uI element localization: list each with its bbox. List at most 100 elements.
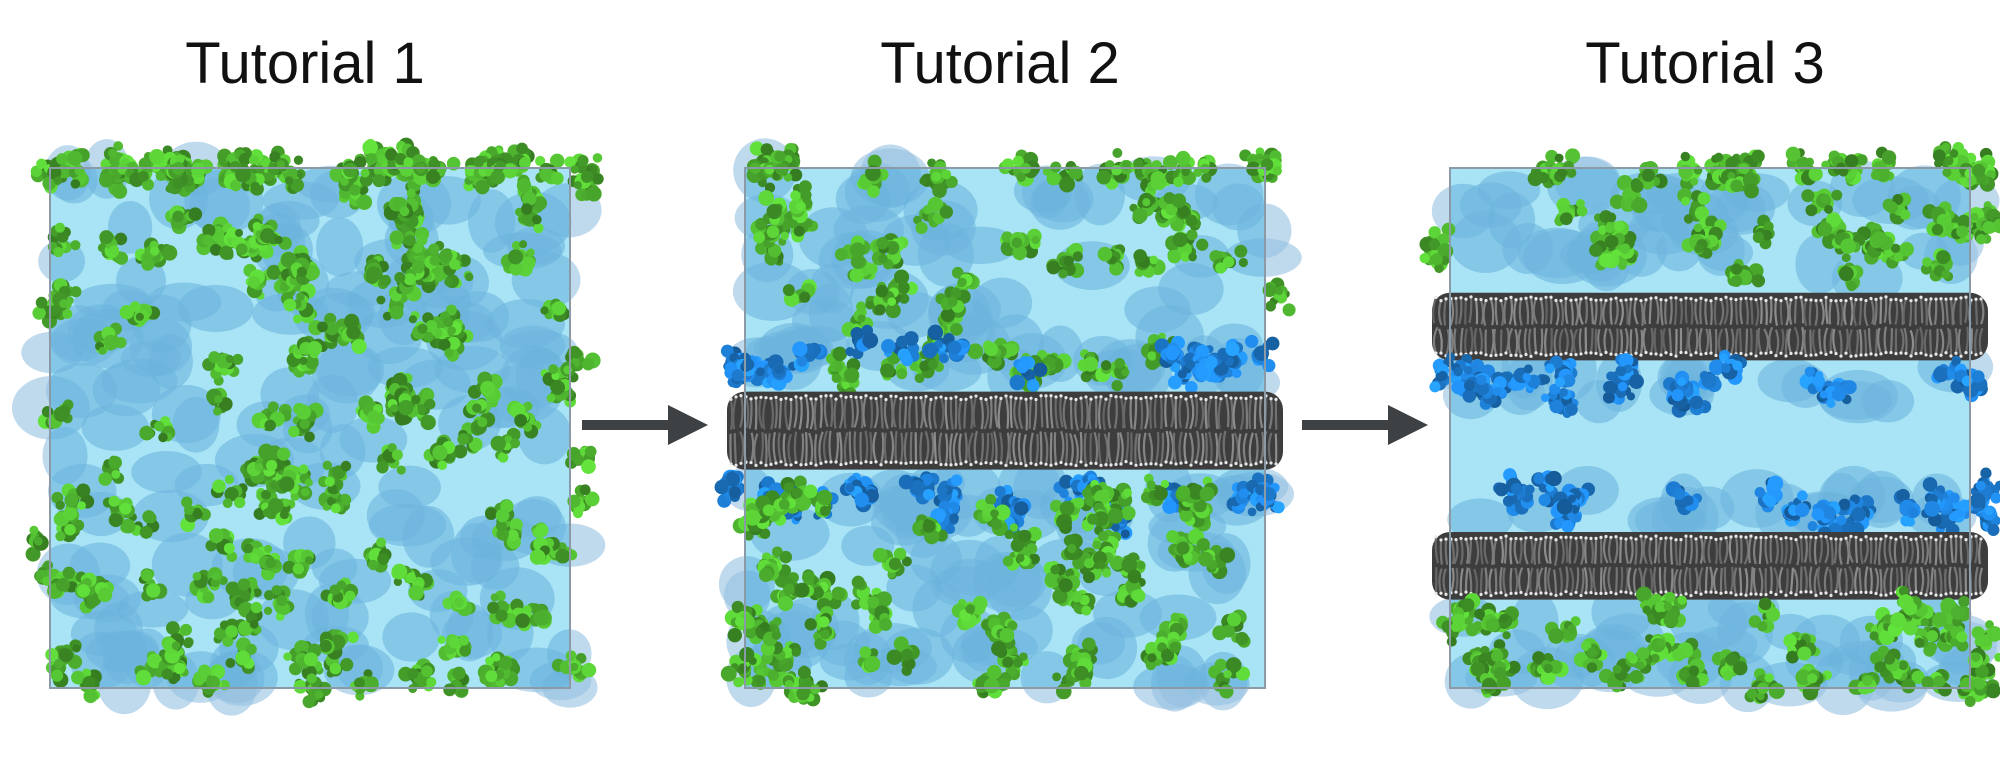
protein	[250, 544, 283, 581]
simulation-image-1	[11, 137, 606, 716]
protein	[205, 528, 238, 563]
protein-blue-layer	[1493, 467, 2000, 541]
protein	[756, 546, 793, 583]
protein	[1551, 148, 1581, 183]
protein	[1811, 212, 1847, 249]
protein	[1870, 146, 1897, 183]
protein	[515, 602, 552, 632]
protein	[507, 400, 542, 439]
protein	[349, 669, 379, 701]
protein	[394, 260, 430, 302]
protein	[280, 251, 320, 288]
protein	[274, 464, 313, 501]
protein	[1544, 355, 1578, 388]
protein	[947, 338, 971, 362]
protein	[880, 351, 908, 381]
protein	[254, 443, 291, 472]
protein	[857, 154, 889, 198]
protein	[165, 205, 203, 235]
protein	[1510, 364, 1551, 394]
protein	[192, 664, 230, 698]
protein	[189, 567, 228, 604]
protein	[788, 180, 813, 218]
protein	[202, 351, 244, 380]
protein	[227, 147, 264, 170]
protein	[1644, 632, 1676, 666]
protein	[1718, 349, 1747, 385]
protein-blue-layer	[720, 324, 1280, 394]
protein	[477, 653, 513, 688]
box-outline	[1449, 167, 1971, 689]
protein	[293, 335, 325, 365]
protein	[363, 537, 392, 573]
protein	[1971, 620, 2000, 651]
protein	[1077, 349, 1111, 383]
protein	[462, 399, 496, 436]
protein	[293, 673, 332, 709]
protein-layer	[25, 137, 604, 709]
right-arrow-icon	[582, 405, 708, 445]
protein	[487, 590, 527, 628]
protein	[898, 473, 935, 505]
protein	[792, 341, 828, 373]
protein	[1419, 236, 1454, 274]
protein	[1920, 248, 1954, 282]
protein	[935, 286, 971, 323]
protein	[1544, 616, 1581, 644]
protein	[260, 145, 291, 177]
protein	[161, 621, 194, 664]
simulation-panel-1	[10, 118, 606, 716]
protein	[138, 568, 168, 602]
simulation-panel-2	[705, 118, 1302, 712]
protein	[1665, 481, 1703, 516]
protein	[376, 286, 409, 321]
protein	[1144, 160, 1179, 192]
protein	[551, 650, 597, 683]
protein	[32, 292, 73, 329]
protein	[1606, 353, 1644, 392]
protein	[391, 563, 424, 601]
protein	[1801, 188, 1843, 217]
protein	[1819, 377, 1857, 409]
protein	[973, 494, 1011, 537]
protein	[1967, 639, 2000, 679]
protein	[567, 484, 600, 519]
protein	[1932, 595, 1972, 631]
protein	[1109, 552, 1146, 584]
protein	[1752, 214, 1775, 250]
protein	[1097, 244, 1126, 276]
protein	[119, 301, 161, 328]
protein	[210, 474, 248, 509]
protein	[881, 331, 920, 367]
protein	[804, 612, 836, 650]
protein	[1878, 612, 1918, 646]
protein	[514, 203, 544, 234]
protein	[912, 514, 948, 545]
protein	[1114, 577, 1146, 608]
protein	[225, 637, 257, 675]
protein	[516, 174, 548, 214]
protein	[1167, 355, 1198, 394]
protein	[778, 475, 818, 514]
protein	[1554, 197, 1588, 227]
protein	[134, 237, 178, 271]
protein	[484, 499, 515, 541]
protein	[1748, 597, 1781, 634]
protein	[1211, 338, 1248, 379]
protein	[1043, 561, 1081, 604]
protein-layer	[1419, 141, 2000, 292]
protein	[839, 475, 879, 507]
protein	[25, 525, 49, 562]
protein	[268, 491, 300, 526]
protein	[714, 470, 744, 503]
protein	[857, 646, 881, 673]
simulation-panel-3	[1410, 118, 2000, 716]
protein	[743, 490, 787, 530]
protein	[1470, 602, 1511, 636]
protein	[98, 455, 125, 486]
protein	[74, 572, 115, 607]
protein	[1166, 530, 1194, 565]
protein	[286, 344, 319, 378]
protein	[1970, 467, 2000, 509]
protein	[282, 549, 316, 579]
